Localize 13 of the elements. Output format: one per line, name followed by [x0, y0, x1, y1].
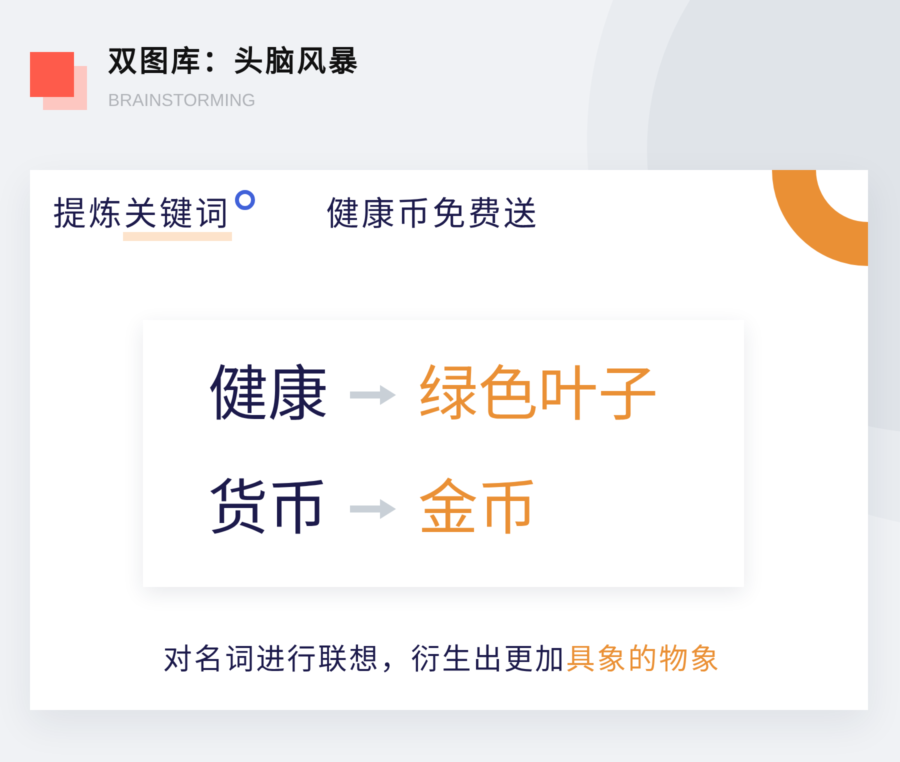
arrow — [350, 385, 396, 405]
card-panel — [143, 320, 744, 587]
topic-text: 健康币免费送 — [326, 197, 539, 231]
caption-text: 对名词进行联想，衍生出更加具象的物象 — [163, 641, 721, 677]
associated-word: 绿色叶子 — [396, 360, 680, 430]
keyword-heading: 提炼关键词 — [53, 197, 230, 231]
arrow — [350, 499, 396, 519]
card-panel — [30, 170, 868, 710]
associated-word: 金币 — [396, 474, 560, 544]
term-word: 货币 — [186, 474, 350, 544]
term-word: 健康 — [186, 360, 350, 430]
page-title: 双图库：头脑风暴 — [108, 43, 360, 79]
subtitle: BRAINSTORMING — [108, 89, 256, 111]
